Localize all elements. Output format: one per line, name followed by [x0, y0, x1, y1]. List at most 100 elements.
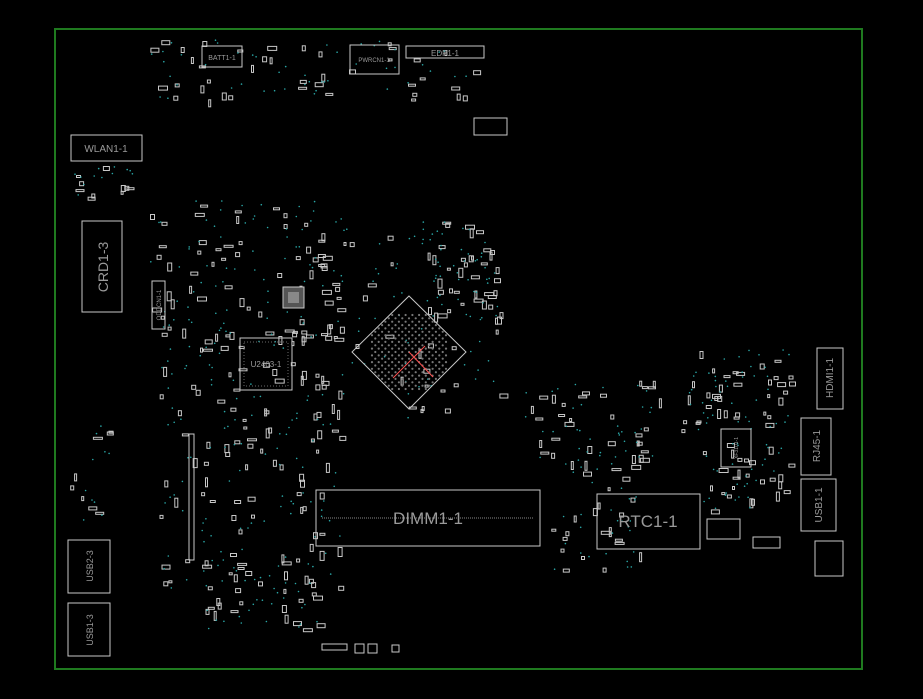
smd-pad: [167, 262, 173, 272]
bga-ball: [404, 354, 407, 357]
xf3101-chip[interactable]: XF3101-1: [720, 428, 752, 468]
smd-pad: [300, 479, 305, 488]
smd-pad: [445, 222, 451, 228]
via: [525, 392, 527, 394]
via: [431, 233, 434, 235]
bga-ball: [418, 354, 421, 357]
via: [234, 419, 236, 421]
via: [702, 412, 705, 414]
smd-pad: [316, 449, 320, 454]
via: [418, 385, 420, 388]
bga-ball: [381, 350, 384, 354]
crd-connector[interactable]: CRD1-3: [81, 220, 123, 313]
via: [310, 501, 312, 503]
smd-pad: [726, 443, 735, 448]
via: [396, 263, 399, 265]
batt-connector[interactable]: BATT1-1: [201, 45, 243, 68]
smd-pad: [768, 379, 772, 386]
via: [703, 500, 705, 503]
cpu-bga[interactable]: [351, 295, 467, 410]
smd-pad: [181, 433, 189, 437]
via: [475, 291, 478, 294]
via: [481, 317, 483, 319]
smd-pad: [447, 309, 452, 314]
bga-ball: [391, 340, 394, 343]
wlan-connector[interactable]: WLAN1-1: [70, 134, 143, 162]
via: [100, 425, 102, 427]
via: [299, 623, 302, 625]
smd-pad: [640, 450, 649, 454]
bga-ball: [387, 364, 390, 367]
usb1-connector[interactable]: USB1-1: [800, 478, 837, 532]
via: [301, 228, 304, 231]
dc-jack[interactable]: [814, 540, 844, 577]
via: [599, 454, 601, 457]
via: [404, 362, 407, 365]
smd-pad: [300, 506, 304, 514]
via: [292, 502, 295, 505]
usb1-3-connector[interactable]: USB1-3: [67, 602, 111, 657]
via: [731, 463, 734, 465]
via: [374, 317, 376, 320]
smd-pad: [318, 264, 326, 267]
oddcn-connector[interactable]: ODDCN1-1: [151, 280, 166, 330]
smd-pad: [607, 487, 611, 492]
bga-ball: [374, 344, 377, 347]
smd-pad: [215, 248, 222, 252]
smd-pad: [228, 95, 234, 101]
via: [222, 281, 224, 283]
bga-ball: [381, 344, 384, 347]
via: [111, 172, 114, 175]
bga-ball: [391, 367, 394, 370]
smd-pad: [304, 222, 309, 227]
via: [225, 267, 228, 270]
via: [241, 204, 243, 207]
smd-pad: [681, 429, 686, 434]
smd-pad: [328, 324, 333, 330]
via: [168, 324, 170, 326]
dimm-slot[interactable]: DIMM1-1: [315, 489, 541, 547]
pwrcn-connector[interactable]: PWRCN1-1: [349, 44, 400, 75]
smd-pad: [234, 210, 242, 214]
via: [295, 215, 298, 218]
via: [195, 200, 197, 202]
edp-connector[interactable]: EDP1-1: [405, 45, 485, 59]
via: [524, 416, 527, 418]
via: [329, 573, 332, 575]
via: [553, 568, 556, 570]
via: [309, 582, 311, 584]
smd-pad: [166, 291, 172, 302]
smd-pad: [316, 623, 326, 629]
rtc-battery[interactable]: RTC1-1: [596, 493, 701, 550]
via: [210, 535, 212, 537]
bga-ball: [394, 330, 397, 333]
via: [474, 378, 477, 380]
usb2-3-connector[interactable]: USB2-3: [67, 539, 111, 594]
smd-pad: [484, 292, 495, 297]
bga-ball: [407, 364, 411, 367]
bga-ball: [401, 344, 404, 347]
smd-pad: [438, 245, 446, 250]
via: [150, 261, 152, 263]
u2403-chip[interactable]: U2403-1: [239, 337, 293, 391]
smd-pad: [228, 372, 232, 378]
bga-ball: [401, 371, 404, 374]
rj45-connector[interactable]: RJ45-1: [800, 417, 832, 476]
via: [104, 451, 106, 453]
bga-ball: [421, 344, 424, 347]
smd-pad: [600, 393, 607, 398]
smd-pad: [268, 427, 273, 434]
smd-pad: [535, 417, 544, 421]
hdmi-connector[interactable]: HDMI1-1: [816, 347, 844, 410]
via: [261, 599, 264, 601]
via: [782, 349, 784, 351]
via: [309, 264, 311, 266]
bga-ball: [397, 367, 400, 370]
small-qfn-chip[interactable]: [282, 286, 305, 309]
via: [285, 433, 288, 436]
via: [310, 220, 312, 222]
via: [649, 411, 651, 414]
bga-ball: [384, 327, 387, 330]
crd-label: CRD1-3: [95, 242, 111, 293]
via: [357, 330, 360, 333]
